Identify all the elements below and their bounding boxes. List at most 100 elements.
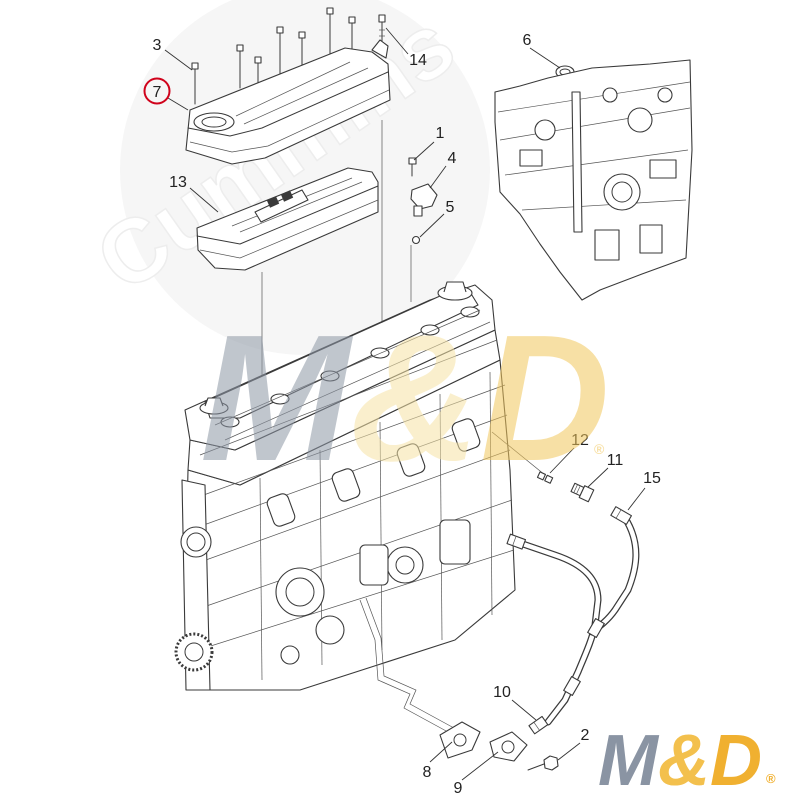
- bolt: [254, 56, 262, 86]
- md-watermark-m: M: [200, 298, 354, 499]
- oil-filler-cap-top: [443, 281, 467, 293]
- block-rib: [194, 499, 513, 611]
- injector-boss: [460, 306, 480, 318]
- callout-11: 11: [607, 452, 624, 469]
- block-rib: [197, 549, 515, 651]
- md-logo-text: M&D: [598, 721, 762, 800]
- gear-hub: [184, 642, 204, 662]
- injector-boss: [270, 393, 290, 405]
- valve-cover-ridge: [235, 61, 351, 117]
- md-watermark-registered: ®: [594, 441, 605, 457]
- callout-15: 15: [643, 470, 661, 487]
- callout-12: 12: [571, 432, 589, 449]
- callout-3: 3: [153, 37, 162, 54]
- engine-cover: [196, 167, 379, 271]
- intake-port: [396, 443, 426, 477]
- highlight-circle: [143, 77, 171, 105]
- tube-fitting: [610, 506, 632, 525]
- bolt: [276, 26, 284, 79]
- block-rib: [189, 384, 506, 501]
- injector-bore: [571, 91, 583, 233]
- callout-14: 14: [409, 52, 427, 69]
- badge-mark: [266, 196, 280, 208]
- leader-4: [429, 165, 447, 189]
- cummins-watermark: Cummins: [78, 0, 490, 355]
- callout-7: 7: [153, 84, 162, 101]
- cover-bolts: [191, 7, 386, 105]
- leader-11: [587, 467, 609, 488]
- oil-fill-opening-inner: [201, 116, 227, 128]
- callout-1: 1: [436, 125, 445, 142]
- thermostat-housing: [275, 567, 325, 617]
- block-rib: [489, 371, 493, 616]
- badge-mark: [280, 190, 294, 202]
- block-rib: [191, 449, 511, 566]
- lower-flange-parts: [439, 721, 559, 771]
- tube-inner: [517, 540, 601, 725]
- block-port: [315, 615, 345, 645]
- gear: [174, 632, 214, 672]
- head-boss: [594, 229, 620, 261]
- head-port: [603, 173, 641, 211]
- head-boss: [649, 159, 677, 179]
- bolt: [326, 7, 334, 59]
- valve-cover-outline: [185, 47, 391, 165]
- block-boss: [359, 544, 389, 586]
- flange-hole: [501, 740, 515, 754]
- leader-2: [557, 742, 581, 761]
- md-corner-logo: M&D ®: [598, 721, 776, 800]
- sensor-assembly: [408, 157, 438, 245]
- engine-cover-skirt: [199, 199, 379, 259]
- fittings: [506, 471, 632, 735]
- intake-port: [451, 418, 481, 452]
- fitting-11: [570, 482, 595, 503]
- leader-10: [511, 699, 537, 721]
- intake-port: [331, 468, 361, 502]
- intake-port: [266, 493, 296, 527]
- engine-cover-edge: [196, 185, 379, 245]
- block-rib: [259, 477, 263, 681]
- valve-cover-skirt: [189, 89, 390, 153]
- injector-boss: [220, 416, 240, 428]
- head-boss: [639, 224, 663, 254]
- engine-block: [174, 281, 516, 691]
- head-port: [657, 87, 673, 103]
- valve-cover: [185, 39, 391, 165]
- head-line: [199, 339, 498, 456]
- leader-6: [529, 47, 561, 69]
- sensor-body: [410, 183, 438, 210]
- thermostat-housing-inner: [285, 577, 315, 607]
- fuel-tubes: [516, 514, 640, 726]
- md-watermark: M&D ®: [200, 298, 610, 499]
- head-detail-line: [499, 107, 691, 141]
- head-port: [602, 87, 618, 103]
- breather-spout: [371, 39, 389, 59]
- md-watermark-text: M&D: [200, 298, 610, 499]
- callout-6: 6: [523, 32, 532, 49]
- callout-10: 10: [493, 684, 511, 701]
- head-detail-line: [504, 149, 689, 176]
- front-cap-top: [204, 397, 224, 407]
- md-logo-d: D: [710, 721, 762, 800]
- leader-lines: [164, 27, 646, 781]
- gasket: [439, 721, 481, 759]
- sensor-bolt: [408, 157, 417, 177]
- lower-guide-lines: [359, 431, 546, 733]
- guide-line: [365, 597, 455, 729]
- bolt: [348, 16, 356, 53]
- valve-cover-edge: [187, 71, 389, 137]
- callout-2: 2: [581, 727, 590, 744]
- head-boss: [519, 149, 543, 167]
- tube-fitting: [563, 676, 581, 696]
- leader-15: [627, 487, 646, 511]
- oil-fill-opening: [193, 112, 235, 132]
- callout-4: 4: [448, 150, 457, 167]
- block-boss: [439, 519, 471, 565]
- fitting-10: [528, 715, 549, 735]
- leader-13: [189, 187, 219, 213]
- leader-5: [419, 213, 445, 238]
- fitting-12: [536, 471, 554, 484]
- leader-1: [413, 141, 435, 161]
- md-watermark-amp: &: [350, 298, 480, 499]
